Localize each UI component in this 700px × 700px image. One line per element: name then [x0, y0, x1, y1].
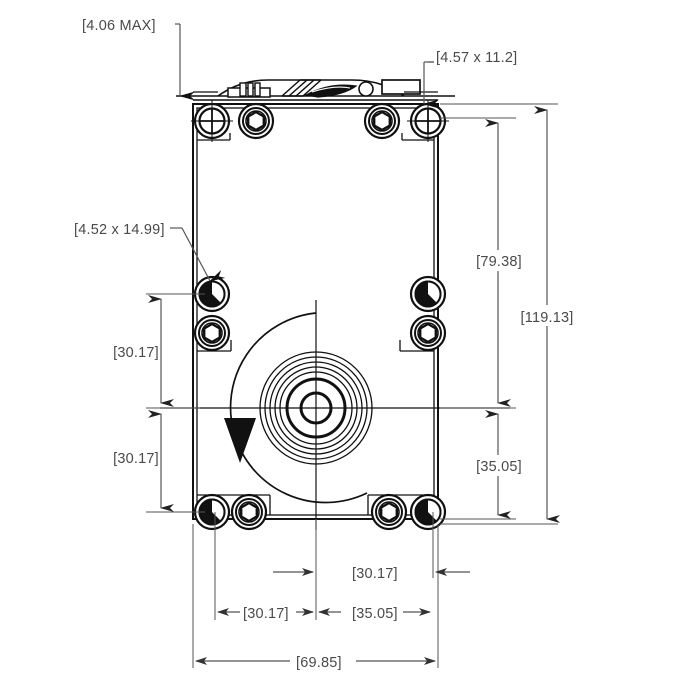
dim-right-overall-119: [119.13]	[440, 103, 580, 525]
dim-right-79: [79.38]	[440, 117, 527, 409]
bottom-extension-lines	[192, 512, 439, 668]
dim-thickness-max: [4.06 MAX]	[82, 18, 195, 101]
dim-bottom-overall-69: [69.85]	[195, 655, 436, 671]
screw-mid-left-torx	[193, 314, 231, 352]
screw-top-left-torx	[237, 102, 275, 140]
dim-bottom-left-30: [30.17]	[217, 606, 314, 622]
dim-label-left-upper-30: [30.17]	[113, 345, 159, 361]
dim-label-left-lower-30: [30.17]	[113, 451, 159, 467]
dim-right-35: [35.05]	[440, 410, 527, 520]
screw-bottom-right-pie	[409, 493, 447, 531]
motor-terminal-detail	[193, 79, 438, 98]
dim-left-lower-30: [30.17]	[113, 410, 205, 513]
dim-label-hole-mid-left: [4.52 x 14.99]	[74, 222, 165, 238]
dim-label-bottom-right-35: [35.05]	[352, 606, 398, 622]
dim-label-hole-top-right: [4.57 x 11.2]	[436, 50, 517, 66]
dim-label-right-overall-119: [119.13]	[521, 310, 574, 326]
dim-label-right-79: [79.38]	[476, 254, 522, 270]
dim-label-bottom-overall-69: [69.85]	[296, 655, 342, 671]
screw-top-right-torx	[363, 102, 401, 140]
dim-label-right-35: [35.05]	[476, 459, 522, 475]
dim-label-bottom-offset-30: [30.17]	[352, 566, 398, 582]
boss-ledge-lines	[197, 133, 434, 515]
dim-hole-top-right: [4.57 x 11.2]	[423, 50, 517, 109]
dim-hole-mid-left: [4.52 x 14.99]	[74, 222, 226, 282]
screw-mid-right-pie	[409, 275, 447, 313]
dim-left-upper-30: [30.17]	[113, 293, 205, 409]
screw-bottom-right-torx	[370, 493, 408, 531]
screw-bottom-left-torx	[230, 493, 268, 531]
dim-bottom-right-35: [35.05]	[318, 606, 431, 622]
rotation-direction-arrow	[224, 312, 368, 504]
dim-label-thickness-max: [4.06 MAX]	[82, 18, 156, 34]
dim-bottom-offset-30: [30.17]	[273, 566, 470, 582]
screw-mid-right-torx	[409, 314, 447, 352]
dim-label-bottom-left-30: [30.17]	[243, 606, 289, 622]
